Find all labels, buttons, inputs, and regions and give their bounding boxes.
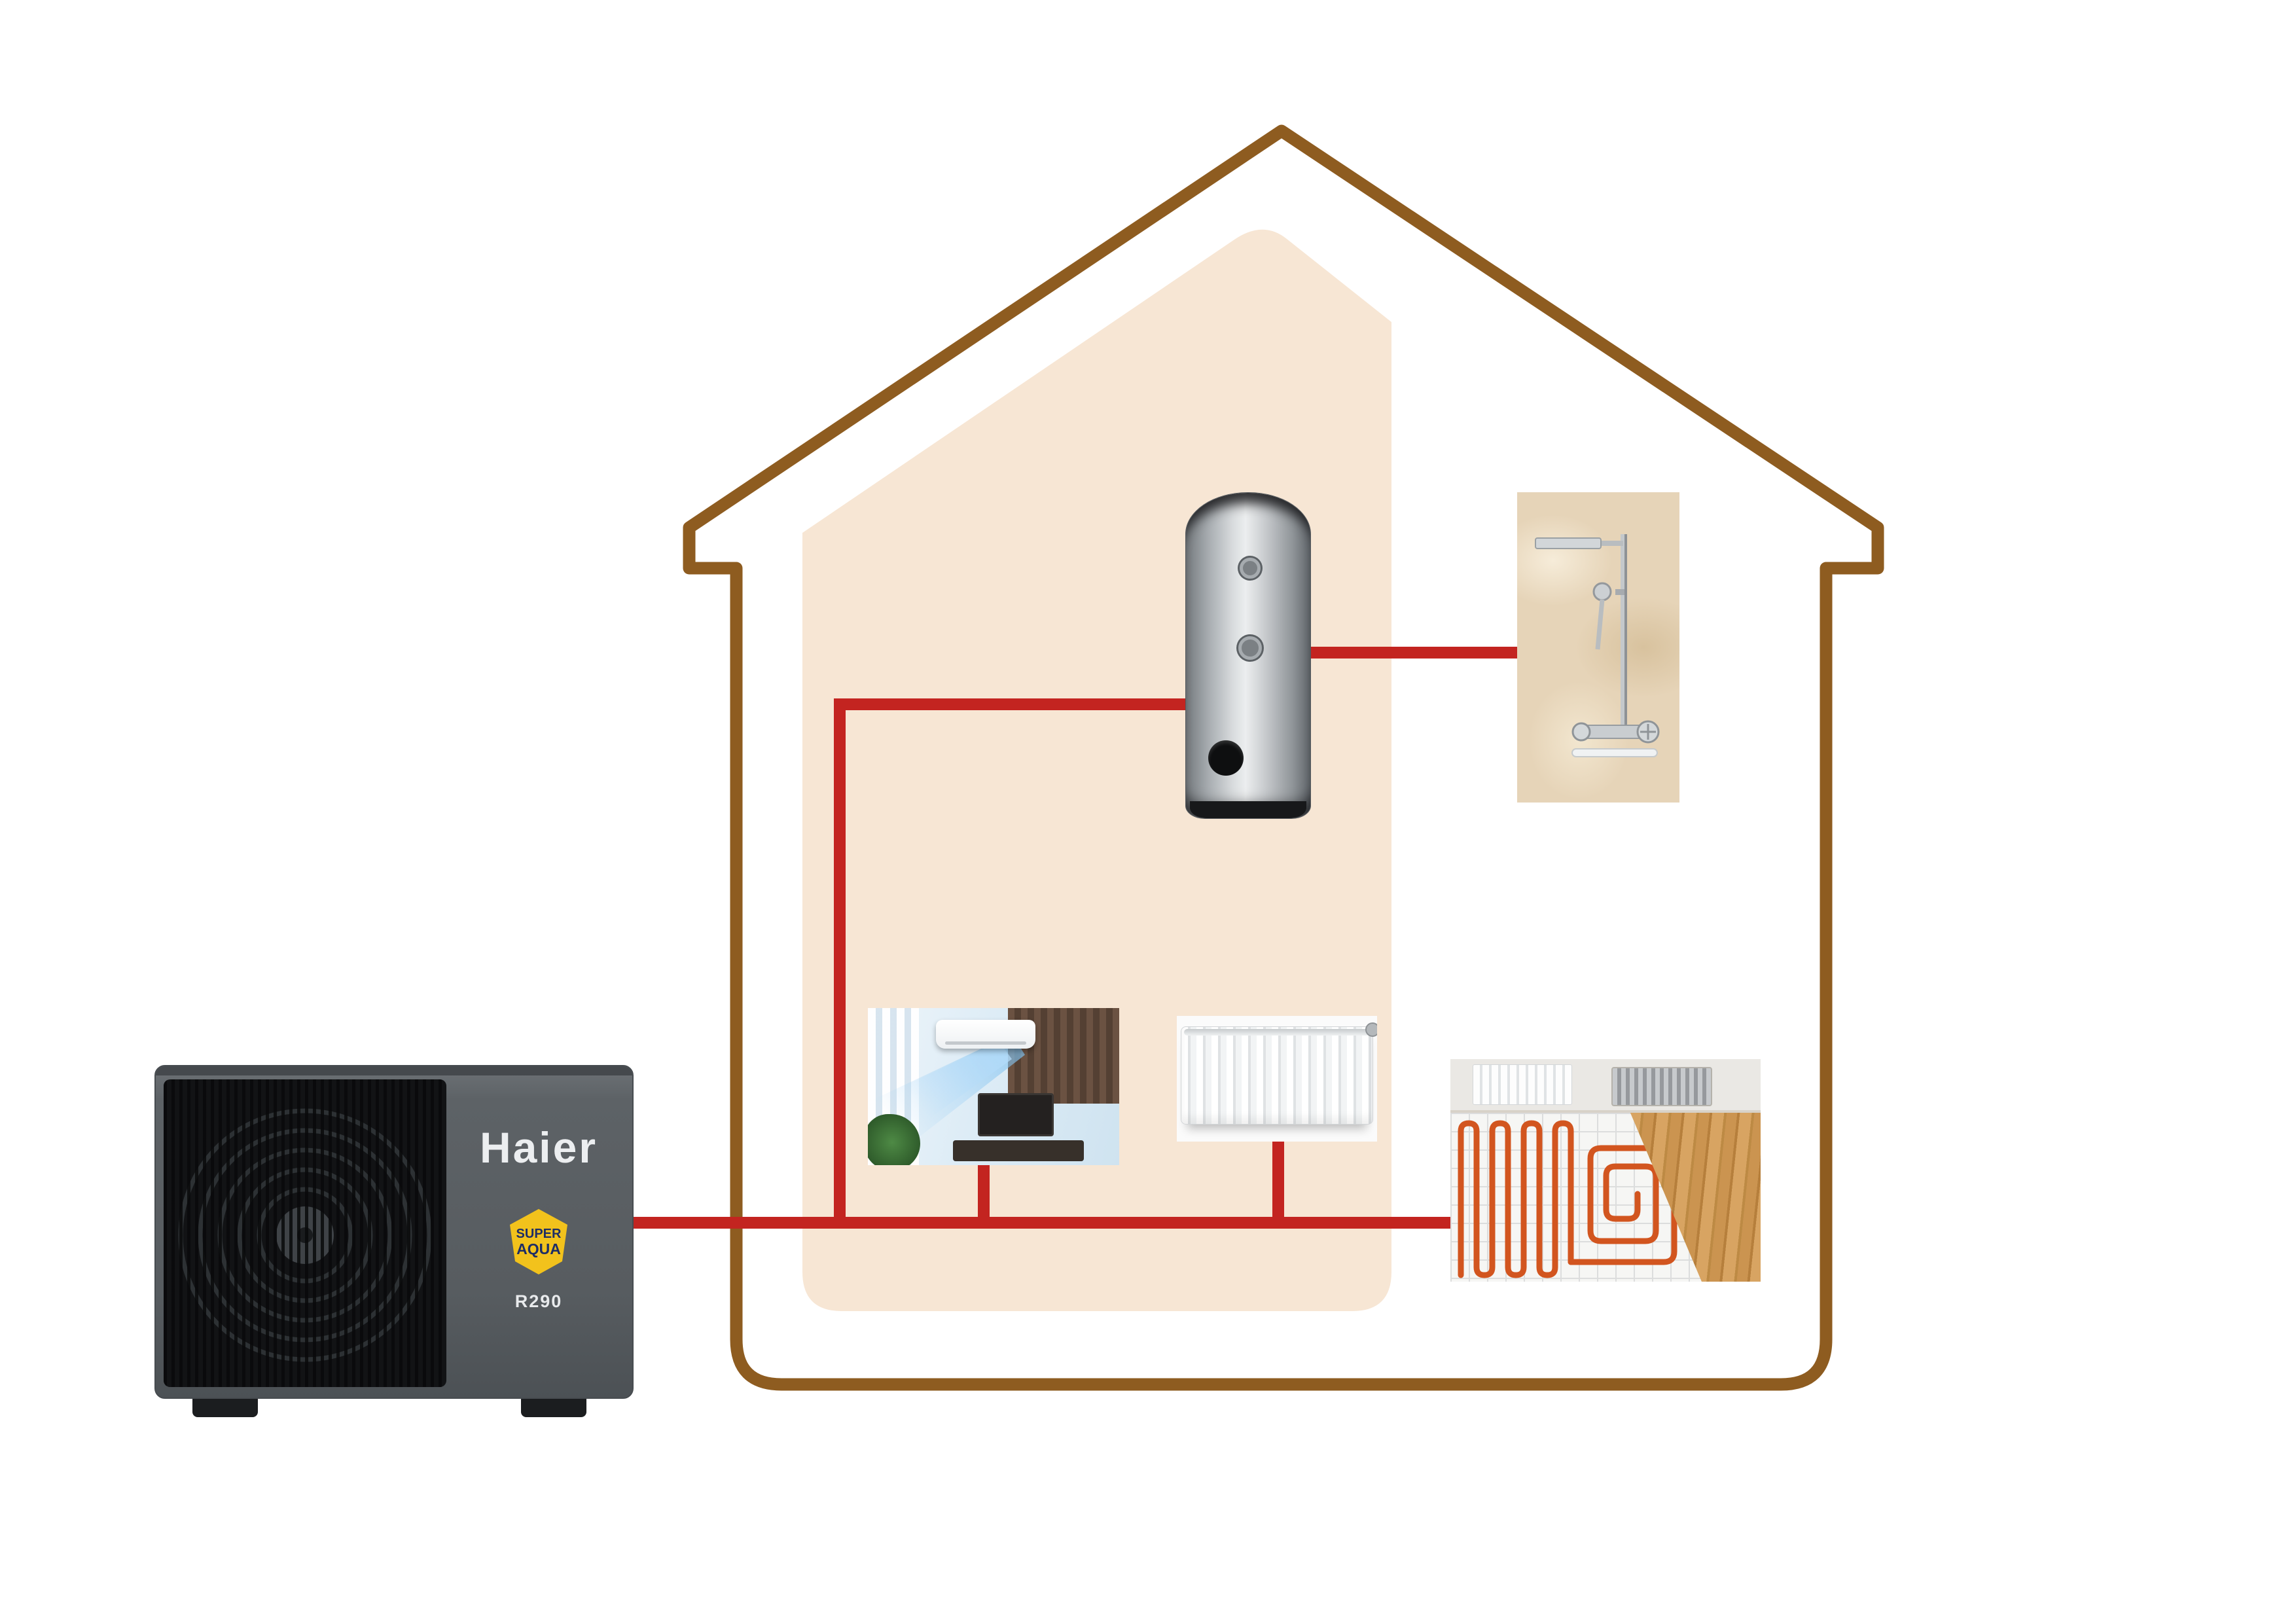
heat-pump-side-panel: Haier SUPER AQUA R290 <box>454 1079 623 1387</box>
back-wall <box>1450 1059 1761 1113</box>
radiator-valve <box>1365 1022 1377 1037</box>
underfloor-heating-photo <box>1450 1059 1761 1282</box>
fan-coil-photo <box>868 1008 1119 1165</box>
grille-slats <box>164 1079 446 1387</box>
badge-line2: AQUA <box>516 1240 561 1257</box>
hot-water-storage-tank <box>1185 492 1311 819</box>
haier-logo: Haier <box>479 1123 598 1172</box>
heat-pump-top-panel <box>156 1066 632 1075</box>
tank-fitting <box>1238 636 1262 660</box>
shower-photo <box>1517 492 1679 803</box>
heat-pump-body: Haier SUPER AQUA R290 <box>154 1065 634 1399</box>
tank-drain-port <box>1208 740 1244 776</box>
model-label: R290 <box>514 1291 563 1311</box>
plant <box>868 1114 920 1165</box>
pipe-tank-loop <box>834 698 1208 1229</box>
tv-console <box>953 1140 1084 1161</box>
badge-line1: SUPER <box>516 1226 562 1241</box>
heating-manifold <box>1611 1067 1712 1106</box>
super-aqua-badge-icon: SUPER AQUA <box>510 1209 567 1274</box>
house-outline <box>683 124 1884 1391</box>
wall-radiator <box>1473 1064 1572 1105</box>
serpentine-pipe <box>1458 1120 1574 1278</box>
ac-vent <box>945 1041 1026 1045</box>
radiator-panel <box>1181 1026 1373 1125</box>
radiator-top-grille <box>1184 1029 1370 1036</box>
ac-indoor-unit <box>936 1020 1035 1049</box>
tv-screen <box>978 1093 1054 1136</box>
radiator-photo <box>1177 1016 1377 1142</box>
shower-fixture-icon <box>1535 534 1660 757</box>
heat-pump-outdoor-unit: Haier SUPER AQUA R290 <box>154 1065 634 1418</box>
tank-base <box>1190 801 1306 818</box>
fan-grille <box>164 1079 446 1387</box>
tank-fitting <box>1240 558 1261 579</box>
